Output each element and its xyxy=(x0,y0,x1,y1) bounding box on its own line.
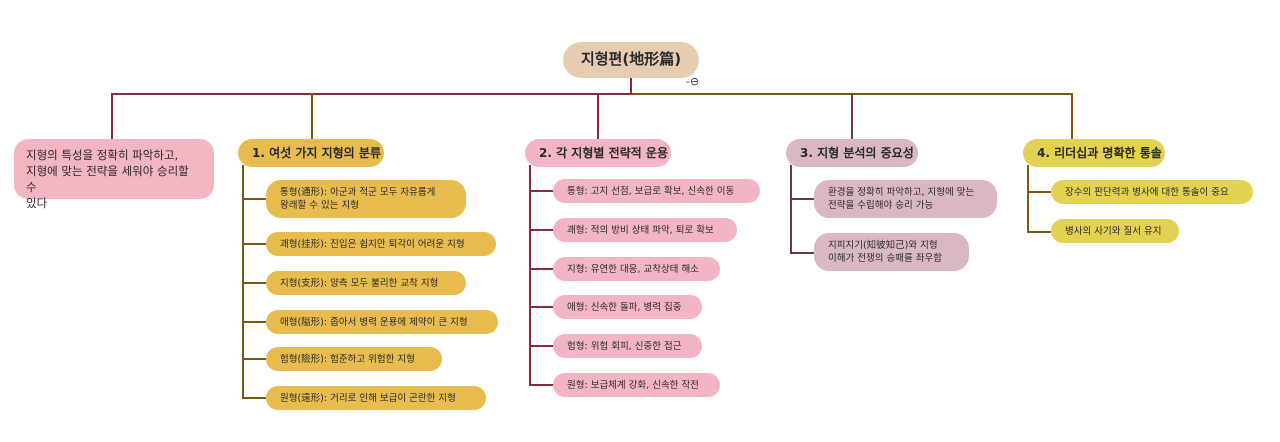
branch-3-item-2[interactable]: 지피지기(知彼知己)와 지형 이해가 전쟁의 승패를 좌우함 xyxy=(814,233,969,271)
tick xyxy=(242,397,266,399)
root-hbar-left xyxy=(111,93,631,95)
spine-branch-1 xyxy=(242,165,244,398)
intro-summary[interactable]: 지형의 특성을 정확히 파악하고, 지형에 맞는 전략을 세워야 승리할 수 있… xyxy=(14,139,214,210)
branch-4-item-1[interactable]: 장수의 판단력과 병사에 대한 통솔이 중요 xyxy=(1051,180,1253,204)
branch-2-item-1[interactable]: 통형: 고지 선점, 보급로 확보, 신속한 이동 xyxy=(553,179,760,203)
root-stem xyxy=(630,78,632,94)
branch-3-item-1[interactable]: 환경을 정확히 파악하고, 지형에 맞는 전략을 수립해야 승리 가능 xyxy=(814,180,997,218)
drop-branch-3 xyxy=(851,93,853,139)
branch-1-item-5[interactable]: 험형(險形): 험준하고 위험한 지형 xyxy=(266,347,442,371)
tick xyxy=(1027,191,1051,193)
root-topic[interactable]: 지형편(地形篇) xyxy=(563,42,699,78)
drop-intro xyxy=(111,93,113,139)
spine-branch-3 xyxy=(790,165,792,253)
branch-2-title[interactable]: 2. 각 지형별 전략적 운용 xyxy=(525,139,671,167)
spine-branch-2 xyxy=(529,165,531,385)
branch-2-item-6[interactable]: 원형: 보급체계 강화, 신속한 작전 xyxy=(553,373,720,397)
tick xyxy=(242,198,266,200)
branch-4-title[interactable]: 4. 리더십과 명확한 통솔 xyxy=(1023,139,1165,167)
tick xyxy=(529,229,553,231)
tick xyxy=(242,321,266,323)
branch-4-item-2[interactable]: 병사의 사기와 질서 유지 xyxy=(1051,219,1179,243)
spine-branch-4 xyxy=(1027,165,1029,232)
root-title: 지형편(地形篇) xyxy=(580,50,682,68)
tick xyxy=(790,198,814,200)
tick xyxy=(242,243,266,245)
drop-branch-4 xyxy=(1071,93,1073,139)
branch-2-item-3[interactable]: 지형: 유연한 대응, 교착상태 해소 xyxy=(553,257,720,281)
tick xyxy=(529,345,553,347)
branch-1-item-1[interactable]: 통형(通形): 아군과 적군 모두 자유롭게 왕래할 수 있는 지형 xyxy=(266,180,466,218)
branch-1-title[interactable]: 1. 여섯 가지 지형의 분류 xyxy=(238,139,384,167)
tick xyxy=(242,358,266,360)
drop-branch-1 xyxy=(311,93,313,139)
tick xyxy=(790,252,814,254)
tick xyxy=(1027,231,1051,233)
tick xyxy=(529,190,553,192)
collapse-toggle-icon[interactable]: -⊖ xyxy=(686,75,700,88)
branch-1-item-2[interactable]: 괘형(挂形): 진입은 쉽지만 퇴각이 어려운 지형 xyxy=(266,232,496,256)
branch-2-item-5[interactable]: 험형: 위험 회피, 신중한 접근 xyxy=(553,334,702,358)
drop-branch-2 xyxy=(597,93,599,139)
tick xyxy=(529,268,553,270)
branch-3-title[interactable]: 3. 지형 분석의 중요성 xyxy=(786,139,918,167)
tick xyxy=(242,282,266,284)
branch-1-item-4[interactable]: 애형(隘形): 좁아서 병력 운용에 제약이 큰 지형 xyxy=(266,310,498,334)
branch-2-item-4[interactable]: 애형: 신속한 돌파, 병력 집중 xyxy=(553,295,702,319)
branch-2-item-2[interactable]: 괘형: 적의 방비 상태 파악, 퇴로 확보 xyxy=(553,218,737,242)
tick xyxy=(529,306,553,308)
branch-1-item-6[interactable]: 원형(遠形): 거리로 인해 보급이 곤란한 지형 xyxy=(266,386,486,410)
branch-1-item-3[interactable]: 지형(支形): 양측 모두 불리한 교착 지형 xyxy=(266,271,466,295)
tick xyxy=(529,384,553,386)
